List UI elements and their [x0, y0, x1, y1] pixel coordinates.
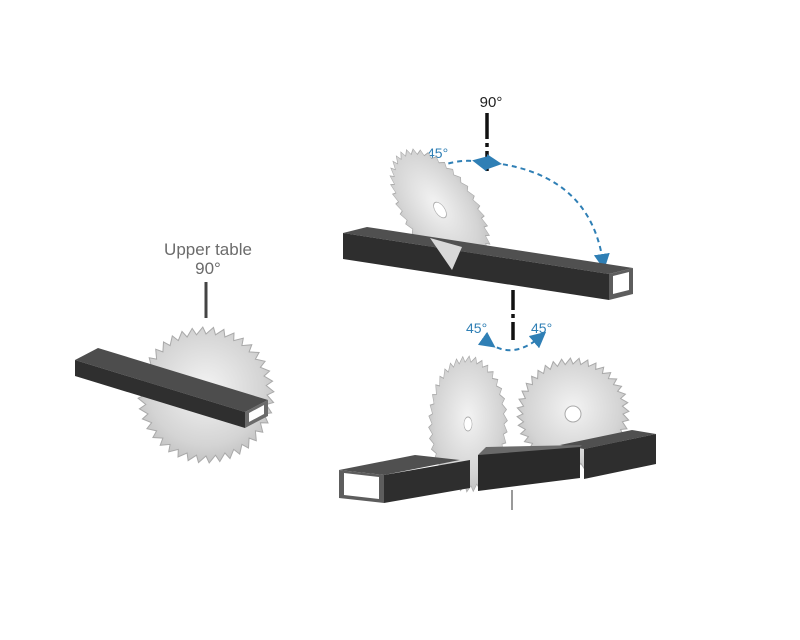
- upper-table-title: Upper table: [164, 240, 252, 259]
- bottom-right-bar-top: [560, 430, 656, 449]
- top-bar-end-hole: [613, 272, 629, 294]
- left-bar-front: [75, 360, 245, 428]
- upper-table-group: Upper table 90°: [75, 240, 275, 464]
- left-tilt-arc-arrow: [417, 155, 490, 177]
- bottom-right-bar-front: [584, 434, 656, 479]
- square-tube-profile-icon: [560, 430, 656, 479]
- bottom-left-bar-end-hole: [344, 473, 379, 499]
- center-piece-front: [478, 447, 580, 491]
- double-miter-arc-arrow: [477, 331, 547, 352]
- square-tube-profile-icon: [339, 445, 582, 503]
- upper-table-angle-label: 90°: [195, 259, 221, 278]
- right-tilt-arc-arrow: [485, 154, 610, 270]
- top-vertical-angle-label: 90°: [480, 94, 503, 111]
- tilt-cut-group: 90° 45°: [343, 94, 633, 300]
- top-bar-front: [343, 233, 609, 300]
- square-tube-profile-icon: [343, 227, 633, 300]
- bottom-left-bar-front: [384, 460, 470, 503]
- bottom-right-angle-label: 45°: [531, 320, 552, 336]
- left-bar-top: [75, 348, 268, 412]
- left-bar-end-hole: [249, 405, 264, 422]
- double-miter-group: 45° 45°: [339, 290, 656, 510]
- top-bar-top: [343, 227, 633, 274]
- square-tube-profile-icon: [75, 348, 268, 428]
- bottom-left-angle-label: 45°: [466, 320, 487, 336]
- bottom-left-bar-top: [339, 455, 460, 475]
- blade-cut-wedge: [430, 238, 462, 270]
